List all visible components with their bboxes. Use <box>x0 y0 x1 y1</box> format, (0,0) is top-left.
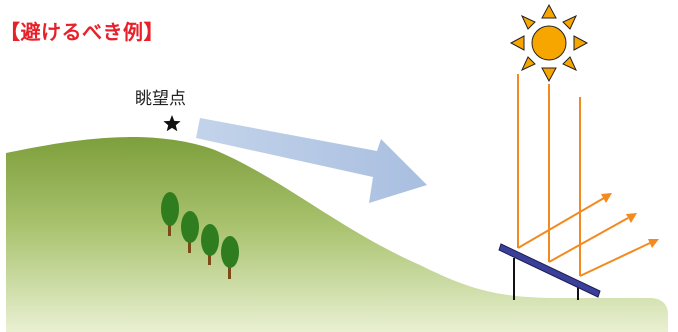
reflected-light-rays <box>517 193 659 277</box>
sun-icon <box>509 3 589 83</box>
tree <box>201 224 219 265</box>
incoming-light-rays <box>517 74 581 276</box>
viewpoint-label: 眺望点 <box>135 89 186 109</box>
star-icon <box>163 115 181 132</box>
tree <box>221 236 239 279</box>
tree <box>181 211 199 253</box>
tree-group <box>161 192 239 279</box>
sight-line-arrow <box>196 118 427 203</box>
solar-panel <box>498 243 601 300</box>
tree <box>161 192 179 236</box>
hill <box>6 137 668 332</box>
diagram-title: 【避けるべき例】 <box>0 20 164 44</box>
